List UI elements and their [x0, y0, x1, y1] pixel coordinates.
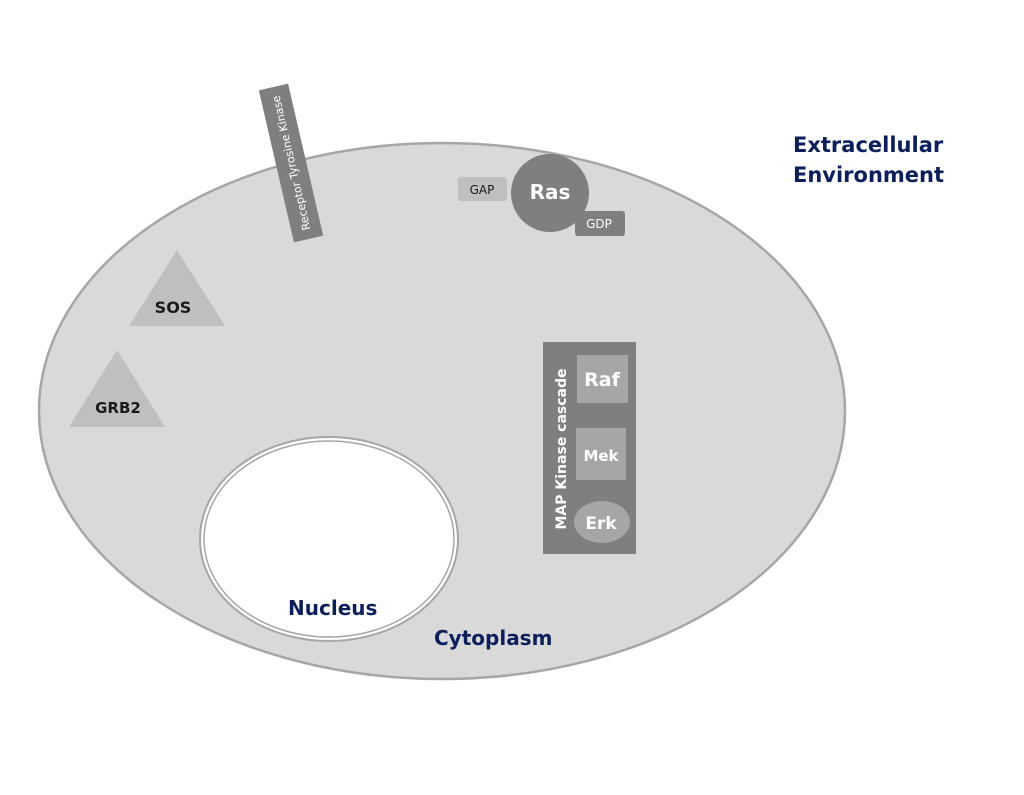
raf-box [577, 355, 628, 403]
grb2-triangle [69, 350, 165, 427]
sos-triangle [129, 250, 225, 326]
nucleus-inner [203, 440, 455, 638]
ras-label: Ras [530, 180, 571, 204]
nucleus-label: Nucleus [288, 596, 378, 620]
extracellular-environment-label: Extracellular Environment [793, 130, 944, 190]
cell-membrane [37, 141, 847, 681]
gdp-label: GDP [586, 217, 612, 231]
extracellular-line2: Environment [793, 163, 945, 187]
grb2-label: GRB2 [95, 399, 141, 417]
extracellular-line1: Extracellular [793, 133, 944, 157]
mek-label: Mek [583, 447, 619, 465]
gap-label: GAP [470, 183, 495, 197]
raf-label: Raf [584, 369, 620, 391]
sos-label: SOS [155, 298, 192, 317]
erk-label: Erk [585, 514, 617, 534]
cascade-label: MAP Kinase cascade [554, 368, 570, 529]
gdp-box [575, 211, 625, 236]
mek-box [576, 428, 626, 480]
cytoplasm-label: Cytoplasm [434, 626, 553, 650]
erk-ellipse [574, 501, 630, 543]
ras-circle [511, 154, 589, 232]
gap-box [458, 177, 507, 201]
